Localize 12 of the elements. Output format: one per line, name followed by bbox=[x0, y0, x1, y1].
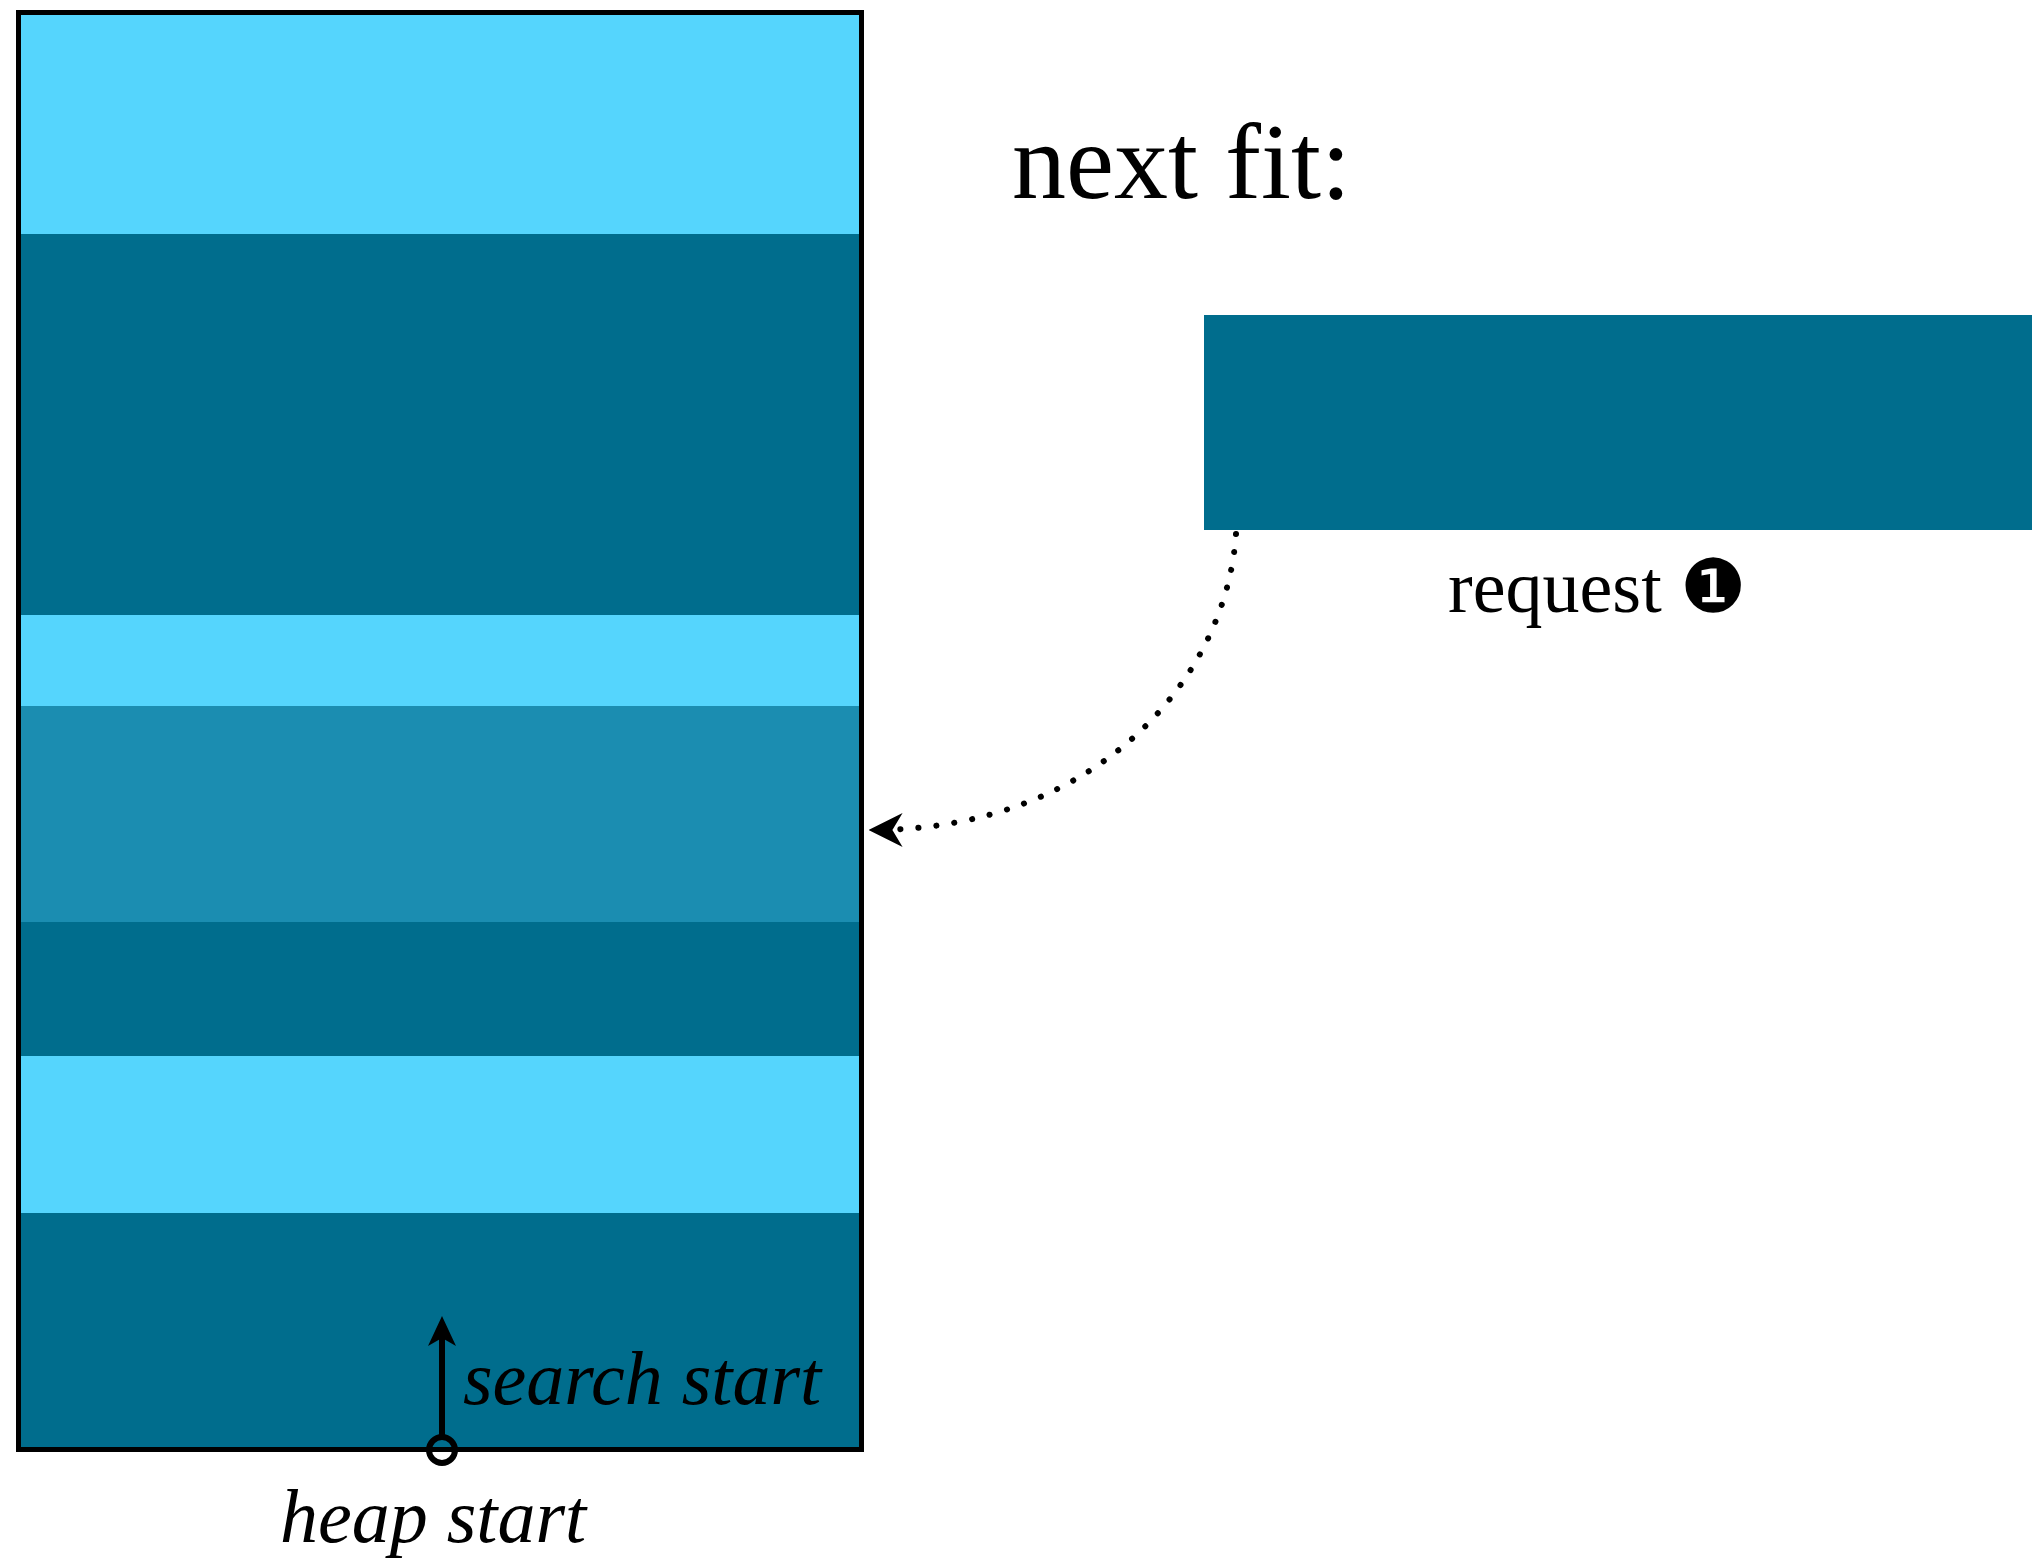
heap-box bbox=[16, 10, 864, 1452]
memory-band bbox=[21, 1213, 859, 1447]
annotation-text: search start bbox=[463, 1340, 822, 1416]
memory-band bbox=[21, 234, 859, 615]
memory-band bbox=[21, 1056, 859, 1213]
title: next fit: bbox=[1012, 108, 1351, 216]
memory-band bbox=[21, 706, 859, 922]
dotted-arrow bbox=[868, 531, 1239, 846]
memory-band bbox=[21, 922, 859, 1056]
memory-band bbox=[21, 15, 859, 234]
memory-block bbox=[1204, 315, 2032, 530]
memory-band bbox=[21, 615, 859, 706]
